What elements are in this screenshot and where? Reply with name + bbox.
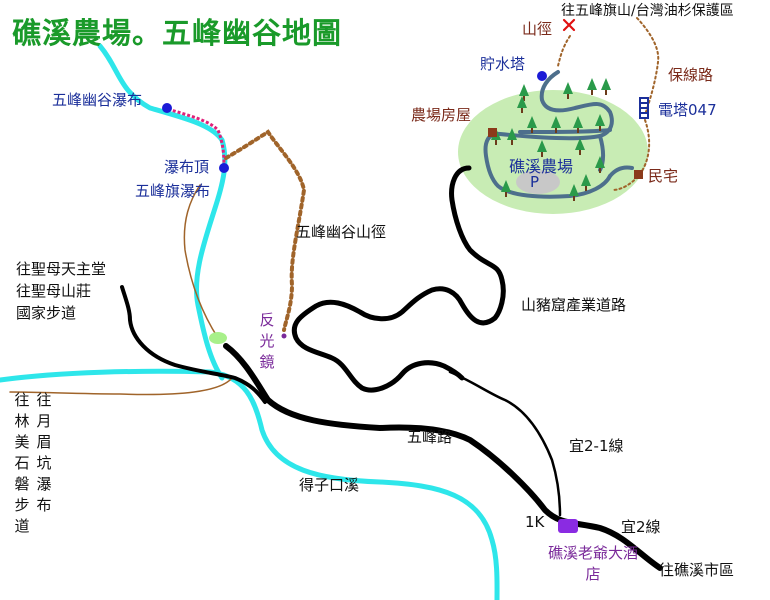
label-boar-cave-road: 山豬窟產業道路 <box>521 296 627 314</box>
label-dezikou-creek: 得子口溪 <box>299 476 360 494</box>
farm-house-marker <box>488 128 497 137</box>
label-to-jiaoxi-city: 往礁溪市區 <box>659 561 735 579</box>
label-wufeng-falls: 五峰幽谷瀑布 <box>52 91 143 109</box>
label-hotel: 礁溪老爺大酒店 <box>548 544 639 583</box>
water-tower-marker <box>537 71 547 81</box>
tree-icon <box>563 82 573 99</box>
label-1k: 1K <box>525 513 545 531</box>
label-to-yuemei: 往月眉坑瀑布 <box>36 391 52 514</box>
label-wufengqi-falls: 五峰旗瀑布 <box>135 182 211 200</box>
tree-icon <box>573 116 583 133</box>
rivers <box>0 43 500 600</box>
wufeng-road <box>223 343 663 571</box>
falls-top-marker <box>219 163 229 173</box>
label-to-wufengqi-mtn: 往五峰旗山/台灣油杉保護區 <box>561 3 734 19</box>
tree-icon <box>519 84 529 101</box>
yi-2-1-road <box>448 370 562 517</box>
label-national-trail: 國家步道 <box>16 304 77 322</box>
label-yi-2-1: 宜2-1線 <box>569 437 624 455</box>
label-yi-2: 宜2線 <box>621 518 661 536</box>
label-tower-047: 電塔047 <box>658 101 717 119</box>
tree-icon <box>501 180 511 197</box>
label-falls-top: 瀑布頂 <box>164 158 210 176</box>
label-to-linmei: 往林美石磐步道 <box>14 391 30 535</box>
label-residence: 民宅 <box>648 167 679 185</box>
dezikou-creek-line <box>0 368 500 600</box>
mountain-trail-line <box>557 35 571 67</box>
mountain-x-icon <box>562 18 576 32</box>
tree-icon <box>527 116 537 133</box>
farm-road-exit <box>608 165 634 178</box>
label-mountain-trail: 山徑 <box>522 20 553 38</box>
tree-icon <box>595 156 605 173</box>
label-to-shengmu-church: 往聖母天主堂 <box>16 260 107 278</box>
label-protection-road: 保線路 <box>668 66 714 84</box>
tree-icon <box>595 114 605 131</box>
to-linmei-trail <box>9 184 233 396</box>
label-valley-trail: 五峰幽谷山徑 <box>296 223 387 241</box>
boar-cave-road-line <box>291 165 506 393</box>
reflector-marker <box>281 333 287 339</box>
power-tower-icon <box>639 97 649 119</box>
farm-road-lower <box>518 128 612 134</box>
tree-icon <box>517 96 527 113</box>
tree-icon <box>551 116 561 133</box>
tree-icon <box>601 78 611 95</box>
label-parking: P <box>530 173 540 191</box>
tree-icon <box>575 138 585 155</box>
roads <box>120 165 663 571</box>
label-reflector: 反光鏡 <box>259 311 275 371</box>
label-to-shengmu-lodge: 往聖母山莊 <box>16 282 92 300</box>
tree-icon <box>587 78 597 95</box>
label-farm-house: 農場房屋 <box>411 106 472 124</box>
rest-area-marker <box>209 332 227 344</box>
shengmu-road <box>120 285 267 404</box>
tree-icon <box>507 128 517 145</box>
label-water-tower: 貯水塔 <box>480 55 526 73</box>
hotel-marker <box>558 519 578 533</box>
wufeng-falls-marker <box>162 103 172 113</box>
tree-icon <box>537 140 547 157</box>
trails <box>9 17 660 396</box>
farm-road-upper <box>483 70 614 199</box>
parking-area <box>516 170 560 194</box>
label-wufeng-road: 五峰路 <box>407 428 453 446</box>
valley-trail-line <box>224 129 307 332</box>
residence-marker <box>634 170 643 179</box>
tree-icon <box>581 174 591 191</box>
label-jiaoxi-farm: 礁溪農場 <box>509 157 574 176</box>
tree-icon <box>569 184 579 201</box>
map-title: 礁溪農場。五峰幽谷地圖 <box>12 16 343 50</box>
